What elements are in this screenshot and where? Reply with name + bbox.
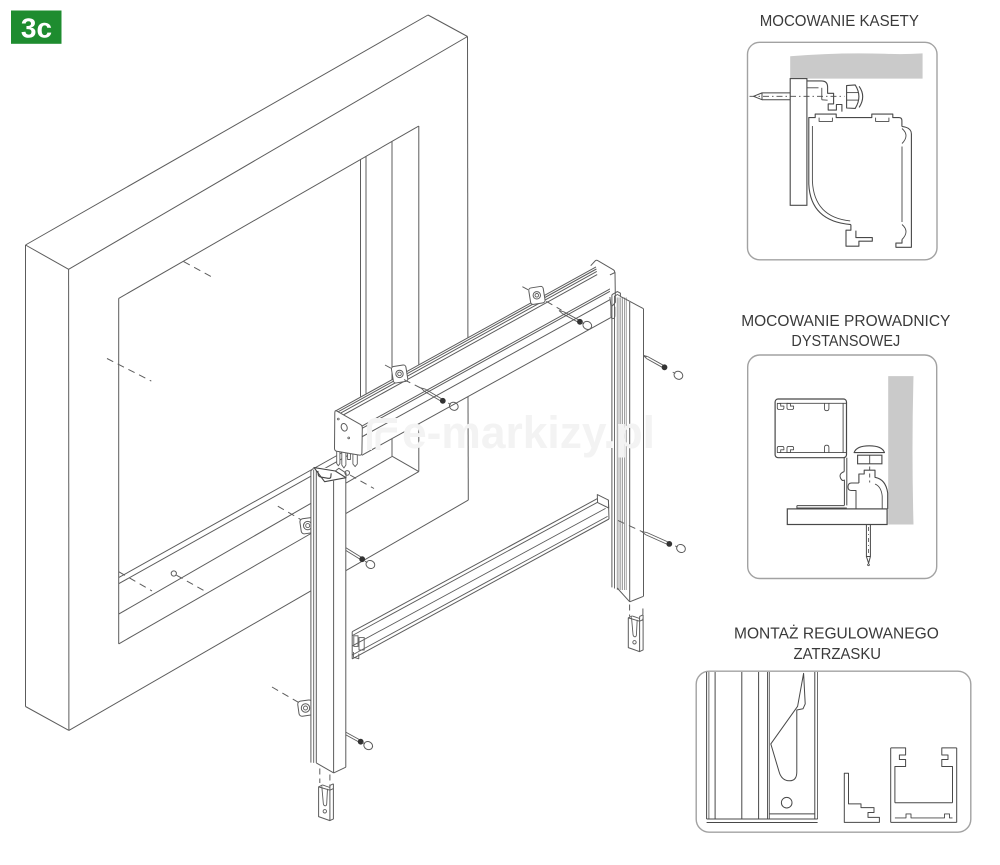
svg-text:MOCOWANIE KASETY: MOCOWANIE KASETY: [760, 13, 920, 30]
svg-text:e-markizy.pl: e-markizy.pl: [402, 407, 655, 458]
svg-text:MOCOWANIE PROWADNICY: MOCOWANIE PROWADNICY: [741, 313, 951, 330]
svg-text:ZATRZASKU: ZATRZASKU: [794, 646, 882, 663]
svg-text:3c: 3c: [21, 13, 52, 44]
svg-text:MONTAŻ REGULOWANEGO: MONTAŻ REGULOWANEGO: [734, 624, 939, 643]
svg-text:DYSTANSOWEJ: DYSTANSOWEJ: [791, 333, 900, 350]
